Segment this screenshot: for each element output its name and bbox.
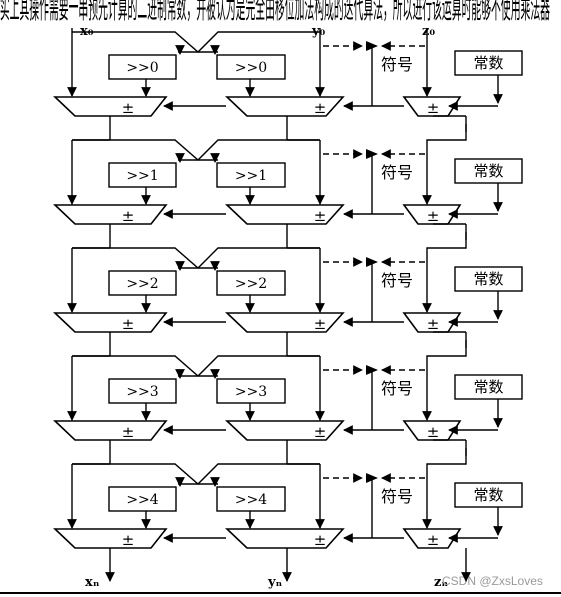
shift-label-right: >>2 [235,276,267,292]
sign-detector-tip [366,41,378,51]
shift-label-left: >>0 [126,60,158,76]
shift-label-right: >>0 [235,60,267,76]
adder-x [52,420,168,441]
adder-y-symbol: ± [314,207,327,225]
adder-z-symbol: ± [427,207,440,225]
adder-x-symbol: ± [122,207,135,225]
adder-z-symbol: ± [427,531,440,549]
adder-z-symbol: ± [427,315,440,333]
cross-wire-x-to-y [72,31,218,53]
output-z-label: zₙ [434,575,448,590]
shift-box-right [216,54,286,80]
adder-y-symbol: ± [314,531,327,549]
constant-label: 常数 [473,270,503,288]
shift-box-left [108,54,177,80]
shift-label-left: >>3 [126,384,158,400]
shift-label-right: >>1 [235,168,267,184]
shift-box-left [108,378,177,404]
shift-box-right [216,270,286,296]
cross-wire-x-to-y [72,247,218,269]
shift-box-left [108,486,177,512]
sign-detector-tip [366,473,378,483]
sign-label: 符号 [381,379,413,398]
adder-y-symbol: ± [314,315,327,333]
cross-wire-y-to-x [178,139,320,161]
constant-label: 常数 [473,54,503,72]
adder-y [224,420,345,441]
input-z-label: z₀ [422,24,435,39]
sign-label: 符号 [381,163,413,182]
constant-box [454,482,523,508]
shift-label-right: >>3 [235,384,267,400]
adder-x-symbol: ± [122,99,135,117]
adder-y [224,312,345,333]
output-y-label: yₙ [267,575,283,590]
shift-box-right [216,378,286,404]
z-column-wire [422,448,467,529]
adder-x [52,96,168,117]
cross-wire-y-to-x [178,355,320,377]
adder-x [52,528,168,549]
sign-label: 符号 [381,487,413,506]
z-column-wire [422,124,467,205]
cross-wire-x-to-y [72,463,218,485]
adder-x-symbol: ± [122,423,135,441]
header-partial-text: 事实上其操作需要一串预先计算的二进制常数，并被认为是完全由移位加法构成的迭代算法… [0,0,550,26]
output-x-label: xₙ [85,575,100,590]
constant-label: 常数 [473,378,503,396]
shift-box-left [108,162,177,188]
shift-box-right [216,162,286,188]
shift-label-right: >>4 [235,492,267,508]
constant-box [454,158,523,184]
sign-label: 符号 [381,271,413,290]
shift-label-left: >>1 [126,168,158,184]
adder-x [52,312,168,333]
sign-detector-tip [366,149,378,159]
adder-y [224,96,345,117]
shift-label-left: >>4 [126,492,158,508]
shift-label-left: >>2 [126,276,158,292]
constant-label: 常数 [473,486,503,504]
watermark: CSDN @ZxsLoves [442,574,543,588]
cross-wire-y-to-x [178,31,320,53]
cross-wire-x-to-y [72,355,218,377]
z-column-wire [422,340,467,421]
sign-label: 符号 [381,55,413,74]
constant-box [454,50,523,76]
adder-y-symbol: ± [314,423,327,441]
constant-box [454,374,523,400]
adder-x-symbol: ± [122,531,135,549]
cross-wire-y-to-x [178,463,320,485]
sign-detector-tip [366,257,378,267]
shift-box-left [108,270,177,296]
cross-wire-x-to-y [72,139,218,161]
adder-z [402,528,462,549]
adder-z-symbol: ± [427,99,440,117]
constant-label: 常数 [473,162,503,180]
sign-detector-tip [366,365,378,375]
adder-z-symbol: ± [427,423,440,441]
adder-y-symbol: ± [314,99,327,117]
z-column-wire [422,232,467,313]
adder-y [224,204,345,225]
cross-wire-y-to-x [178,247,320,269]
adder-x-symbol: ± [122,315,135,333]
shift-box-right [216,486,286,512]
constant-box [454,266,523,292]
adder-y [224,528,345,549]
adder-x [52,204,168,225]
